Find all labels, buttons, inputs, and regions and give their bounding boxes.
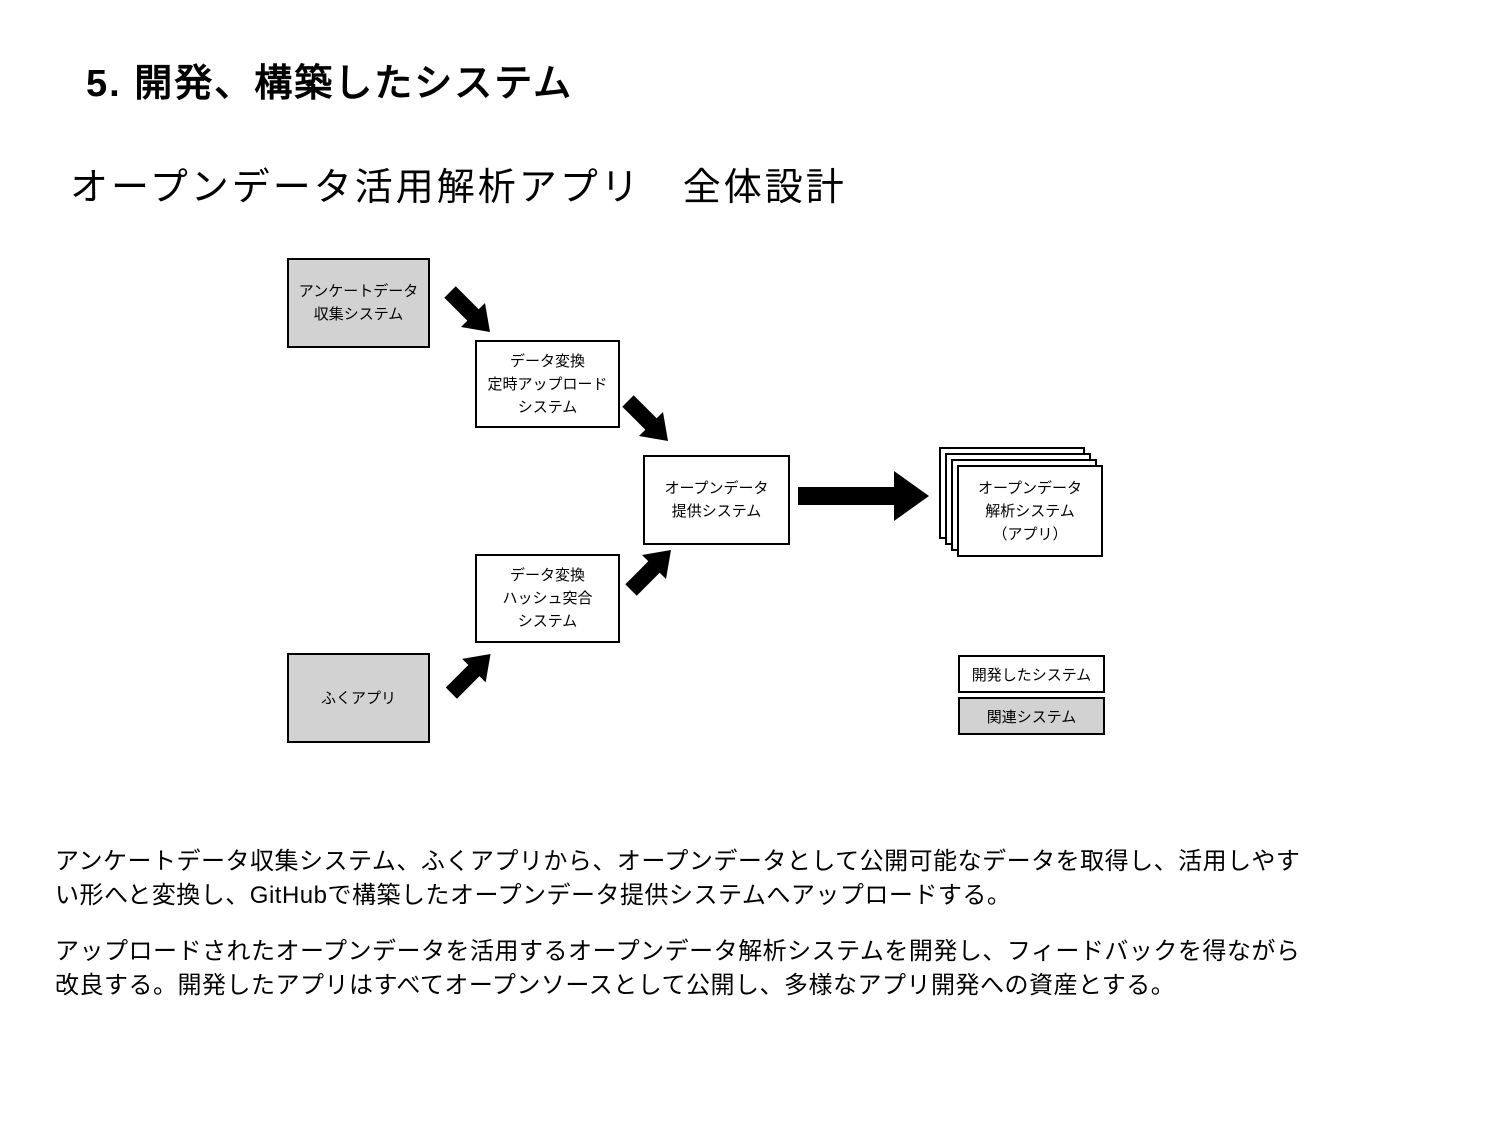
arrow-fuku-to-convert-hash-icon <box>445 652 493 699</box>
arrow-provide-to-analysis-icon <box>798 470 930 522</box>
diagram-subtitle: オープンデータ活用解析アプリ 全体設計 <box>70 167 847 209</box>
description-paragraph-2: アップロードされたオープンデータを活用するオープンデータ解析システムを開発し、フ… <box>55 938 1301 999</box>
arrow-convert-upload-to-provide-icon <box>621 395 671 443</box>
node-data-conversion-scheduled-upload-system: データ変換 定時アップロード システム <box>475 340 620 428</box>
page-title: 5. 開発、構築したシステム <box>86 63 574 105</box>
description-paragraph-1: アンケートデータ収集システム、ふくアプリから、オープンデータとして公開可能なデー… <box>55 848 1301 909</box>
node-data-conversion-hash-matching-system: データ変換 ハッシュ突合 システム <box>475 554 620 643</box>
arrow-survey-to-convert-upload-icon <box>443 286 493 334</box>
arrow-convert-hash-to-provide-icon <box>624 548 674 596</box>
node-open-data-analysis-system-stack: オープンデータ 解析システム （アプリ） <box>939 447 1105 559</box>
legend-developed-system: 開発したシステム <box>958 655 1105 693</box>
node-fuku-app: ふくアプリ <box>287 653 430 743</box>
node-open-data-analysis-system: オープンデータ 解析システム （アプリ） <box>957 465 1103 557</box>
node-open-data-provision-system: オープンデータ 提供システム <box>643 455 790 545</box>
legend-related-system: 関連システム <box>958 697 1105 735</box>
node-survey-data-collection-system: アンケートデータ 収集システム <box>287 258 430 348</box>
